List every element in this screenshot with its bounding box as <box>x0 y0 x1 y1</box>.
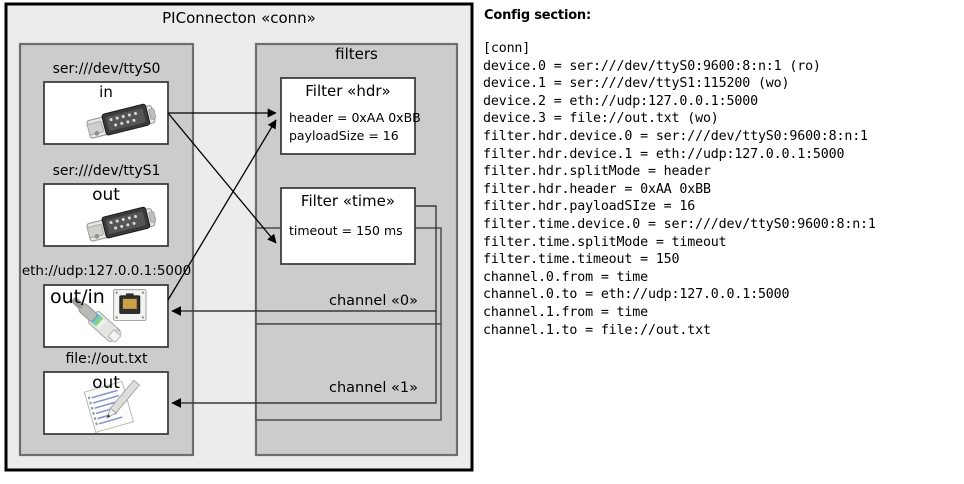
filter-hdr-prop-payloadsize: payloadSize = 16 <box>289 128 399 143</box>
edge-channel-1 <box>171 311 437 408</box>
device-caption-ethudp: eth://udp:127.0.0.1:5000 <box>21 263 192 279</box>
filter-time-title: Filter «time» <box>300 192 396 210</box>
filter-hdr-prop-header: header = 0xAA 0xBB <box>289 110 421 125</box>
diagram-canvas <box>4 2 474 472</box>
filter-time-prop-timeout: timeout = 150 ms <box>289 223 403 238</box>
filter-hdr-title: Filter «hdr» <box>305 82 391 100</box>
config-text: [conn] device.0 = ser:///dev/ttyS0:9600:… <box>483 41 876 338</box>
diagram-title: PIConnecton «conn» <box>162 9 316 27</box>
channel-1-label: channel «1» <box>329 380 418 396</box>
channel-0-label: channel «0» <box>329 293 418 309</box>
filter-hdr-box <box>280 77 416 155</box>
device-direction-fileout: out <box>92 373 120 393</box>
config-section: Config section: [conn] device.0 = ser://… <box>480 0 964 484</box>
filters-group-title: filters <box>335 45 378 63</box>
device-direction-ttys1: out <box>92 185 120 205</box>
channel-1-box <box>255 323 442 421</box>
edge-ttys0-to-time <box>167 112 277 244</box>
device-caption-fileout: file://out.txt <box>65 351 148 367</box>
device-direction-ttys0: in <box>99 83 113 101</box>
device-caption-ttys1: ser:///dev/ttyS1 <box>52 163 161 179</box>
filter-time-box <box>280 187 416 265</box>
config-heading: Config section: <box>484 8 591 23</box>
device-direction-ethudp: out/in <box>50 286 105 308</box>
edge-channel-0 <box>171 205 437 316</box>
device-caption-ttys0: ser:///dev/ttyS0 <box>52 61 161 77</box>
edge-ethudp-to-hdr <box>167 119 277 301</box>
piconnector-diagram: PIConnecton «conn» filters ser:///dev/tt… <box>0 0 480 484</box>
